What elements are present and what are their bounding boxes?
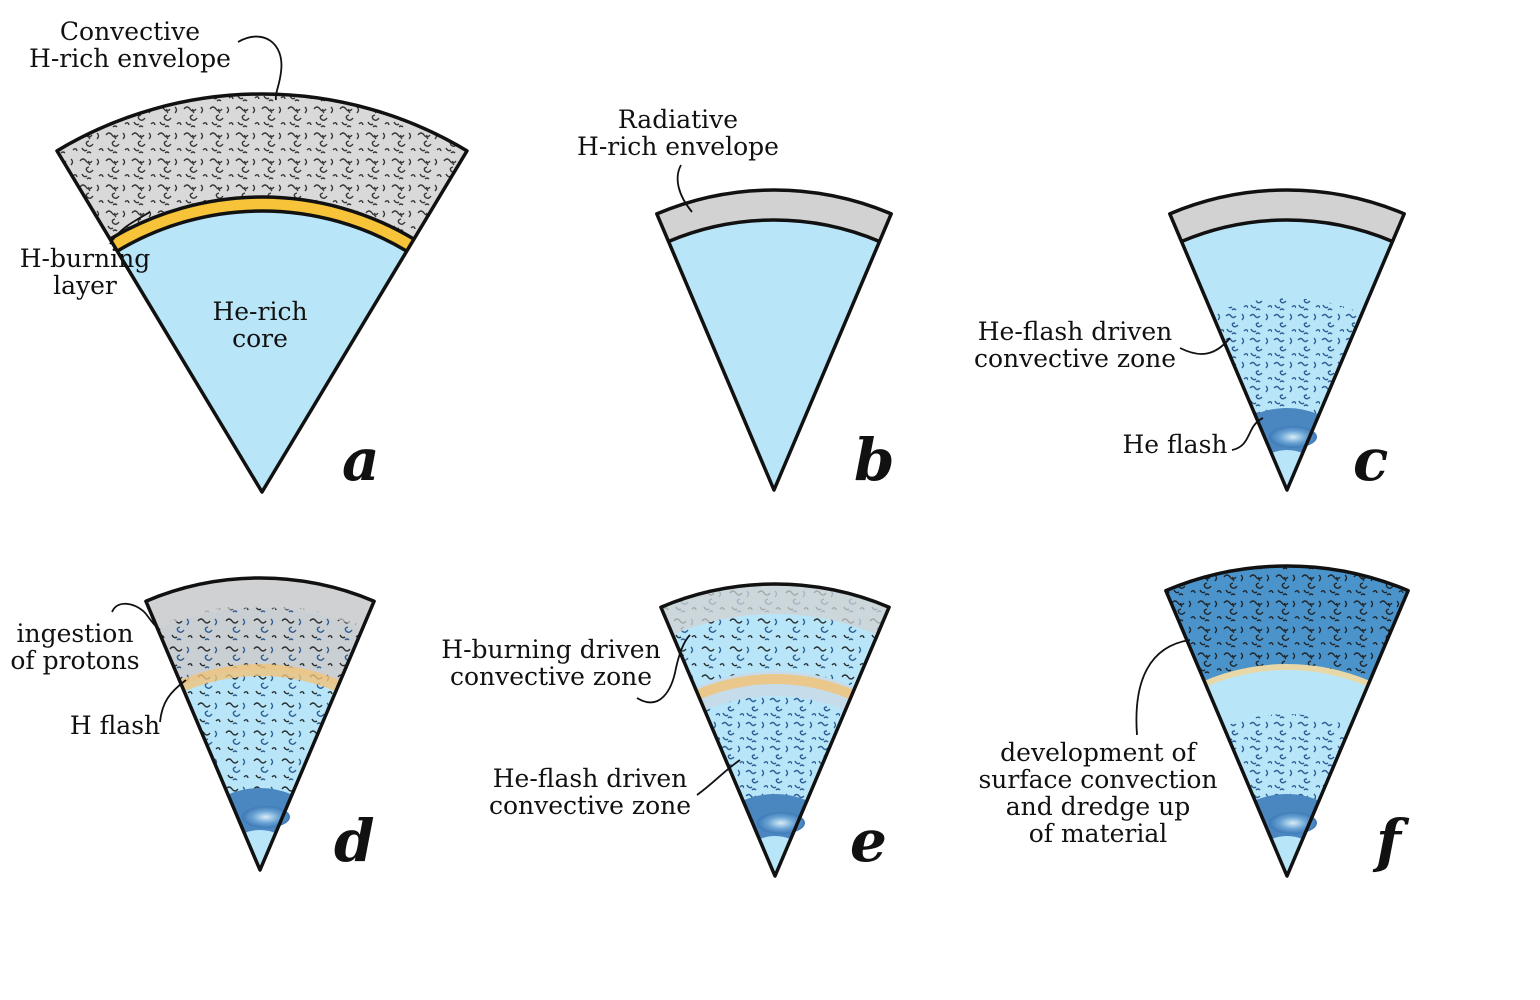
radiative-envelope <box>1169 189 1405 242</box>
label-h-burning-layer-line: layer <box>53 271 117 300</box>
label-he-flash-convective-zone-line: convective zone <box>489 791 691 820</box>
panel-letter: b <box>854 426 895 494</box>
label-surface-convection-dredge-up-line: of material <box>1029 819 1168 848</box>
sector-outline <box>659 582 891 878</box>
label-he-flash-convective-zone-line: He-flash driven <box>493 764 687 793</box>
proton-ingestion-convection <box>156 605 364 808</box>
leader-he-zone <box>696 759 741 796</box>
leader-envelope <box>237 35 283 101</box>
label-he-flash-convective-zone-line: He-flash driven <box>978 317 1172 346</box>
outer-envelope <box>660 584 890 635</box>
sector-outline <box>655 188 893 492</box>
label-radiative-envelope-line: Radiative <box>618 105 738 134</box>
label-surface-convection-dredge-up-line: development of <box>1000 738 1197 767</box>
label-surface-convection-dredge-up-line: and dredge up <box>1006 792 1191 821</box>
envelope-boundary <box>667 218 881 244</box>
he-flash-convective-zone <box>1211 298 1363 426</box>
label-h-burning-layer-line: H-burning <box>20 244 151 273</box>
leader-envelope <box>676 164 693 213</box>
label-surface-convection-dredge-up-line: surface convection <box>978 765 1217 794</box>
label-radiative-envelope-line: H-rich envelope <box>577 132 779 161</box>
label-he-flash-convective-zone-line: convective zone <box>974 344 1176 373</box>
radiative-envelope <box>656 189 892 242</box>
label-h-flash: H flash <box>70 711 160 740</box>
panel-letter: f <box>1372 807 1410 875</box>
label-convective-envelope-line: Convective <box>60 17 200 46</box>
leader-dredge <box>1135 639 1191 736</box>
burning-layer-inner-edge <box>116 209 408 253</box>
he-flash <box>742 794 808 840</box>
he-flash-glow <box>1269 426 1317 448</box>
panel-letter: c <box>1353 426 1388 494</box>
he-flash-convective-zone <box>1223 714 1351 816</box>
h-burning-layer <box>110 197 414 252</box>
envelope-convection <box>57 93 467 240</box>
leader-h-zone <box>636 634 691 704</box>
h-flash-layer <box>179 664 341 692</box>
label-he-rich-core-line: He-rich <box>212 297 307 326</box>
outer-envelope <box>145 578 375 629</box>
label-ingestion-of-protons-line: ingestion <box>17 619 134 648</box>
he-rich-core <box>656 189 892 490</box>
sector-outline <box>1168 188 1406 492</box>
dredge-up-boundary <box>1204 664 1370 687</box>
label-he-rich-core-line: core <box>232 324 288 353</box>
he-flash <box>1254 794 1320 840</box>
label-convective-envelope-line: H-rich envelope <box>29 44 231 73</box>
envelope-boundary <box>1180 218 1394 244</box>
leader-flash <box>1231 417 1264 451</box>
burning-layer-outer-edge <box>109 195 415 241</box>
he-flash <box>227 788 293 834</box>
label-he-flash: He flash <box>1122 430 1227 459</box>
he-flash-glow <box>1269 812 1317 834</box>
h-burning-shell <box>696 674 854 700</box>
he-flash <box>1254 408 1320 454</box>
he-flash-glow <box>757 812 805 834</box>
panel-letter: d <box>334 807 375 875</box>
sector-outline <box>55 92 469 494</box>
he-flash-convective-zone <box>704 696 846 816</box>
sector-outline <box>1164 564 1410 878</box>
label-h-flash-line: H flash <box>70 711 160 740</box>
label-ingestion-of-protons-line: of protons <box>10 646 139 675</box>
label-h-burning-convective-zone-line: convective zone <box>450 662 652 691</box>
label-he-flash-line: He flash <box>1122 430 1227 459</box>
leader-convection <box>1179 337 1231 355</box>
he-flash-glow <box>242 806 290 828</box>
panel-letter: e <box>850 807 887 875</box>
surface-convection-texture <box>1165 565 1409 683</box>
sector-outline <box>144 576 376 872</box>
panel-letter: a <box>342 426 380 494</box>
label-h-burning-convective-zone-line: H-burning driven <box>441 635 660 664</box>
